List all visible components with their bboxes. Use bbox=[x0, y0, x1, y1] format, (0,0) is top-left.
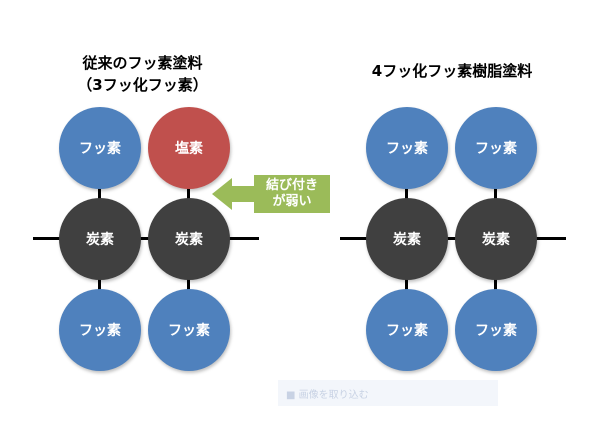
right-carbon-mid-left: 炭素 bbox=[366, 198, 448, 280]
left-diagram-title: 従来のフッ素塗料 （3フッ化フッ素） bbox=[60, 52, 225, 96]
right-horizontal-bond bbox=[340, 237, 566, 240]
callout-line1: 結び付き bbox=[265, 178, 318, 193]
left-fluorine-bottom-right: フッ素 bbox=[148, 289, 230, 371]
right-fluorine-top-right: フッ素 bbox=[455, 107, 537, 189]
left-chlorine-top-right: 塩素 bbox=[148, 107, 230, 189]
right-diagram-title: 4フッ化フッ素樹脂塗料 bbox=[371, 62, 533, 80]
right-carbon-mid-right: 炭素 bbox=[455, 198, 537, 280]
weak-bond-arrow-icon bbox=[212, 178, 256, 210]
weak-bond-callout: 結び付き が弱い bbox=[254, 175, 330, 213]
left-carbon-mid-right: 炭素 bbox=[148, 198, 230, 280]
left-carbon-mid-left: 炭素 bbox=[59, 198, 141, 280]
right-fluorine-bottom-right: フッ素 bbox=[455, 289, 537, 371]
left-title-line1: 従来のフッ素塗料 bbox=[82, 54, 203, 72]
right-fluorine-bottom-left: フッ素 bbox=[366, 289, 448, 371]
left-title-line2: （3フッ化フッ素） bbox=[77, 76, 208, 94]
faint-watermark-bar: ■ 画像を取り込む bbox=[278, 380, 498, 406]
left-fluorine-bottom-left: フッ素 bbox=[59, 289, 141, 371]
left-horizontal-bond bbox=[33, 237, 259, 240]
right-fluorine-top-left: フッ素 bbox=[366, 107, 448, 189]
left-fluorine-top-left: フッ素 bbox=[59, 107, 141, 189]
callout-line2: が弱い bbox=[272, 194, 312, 209]
